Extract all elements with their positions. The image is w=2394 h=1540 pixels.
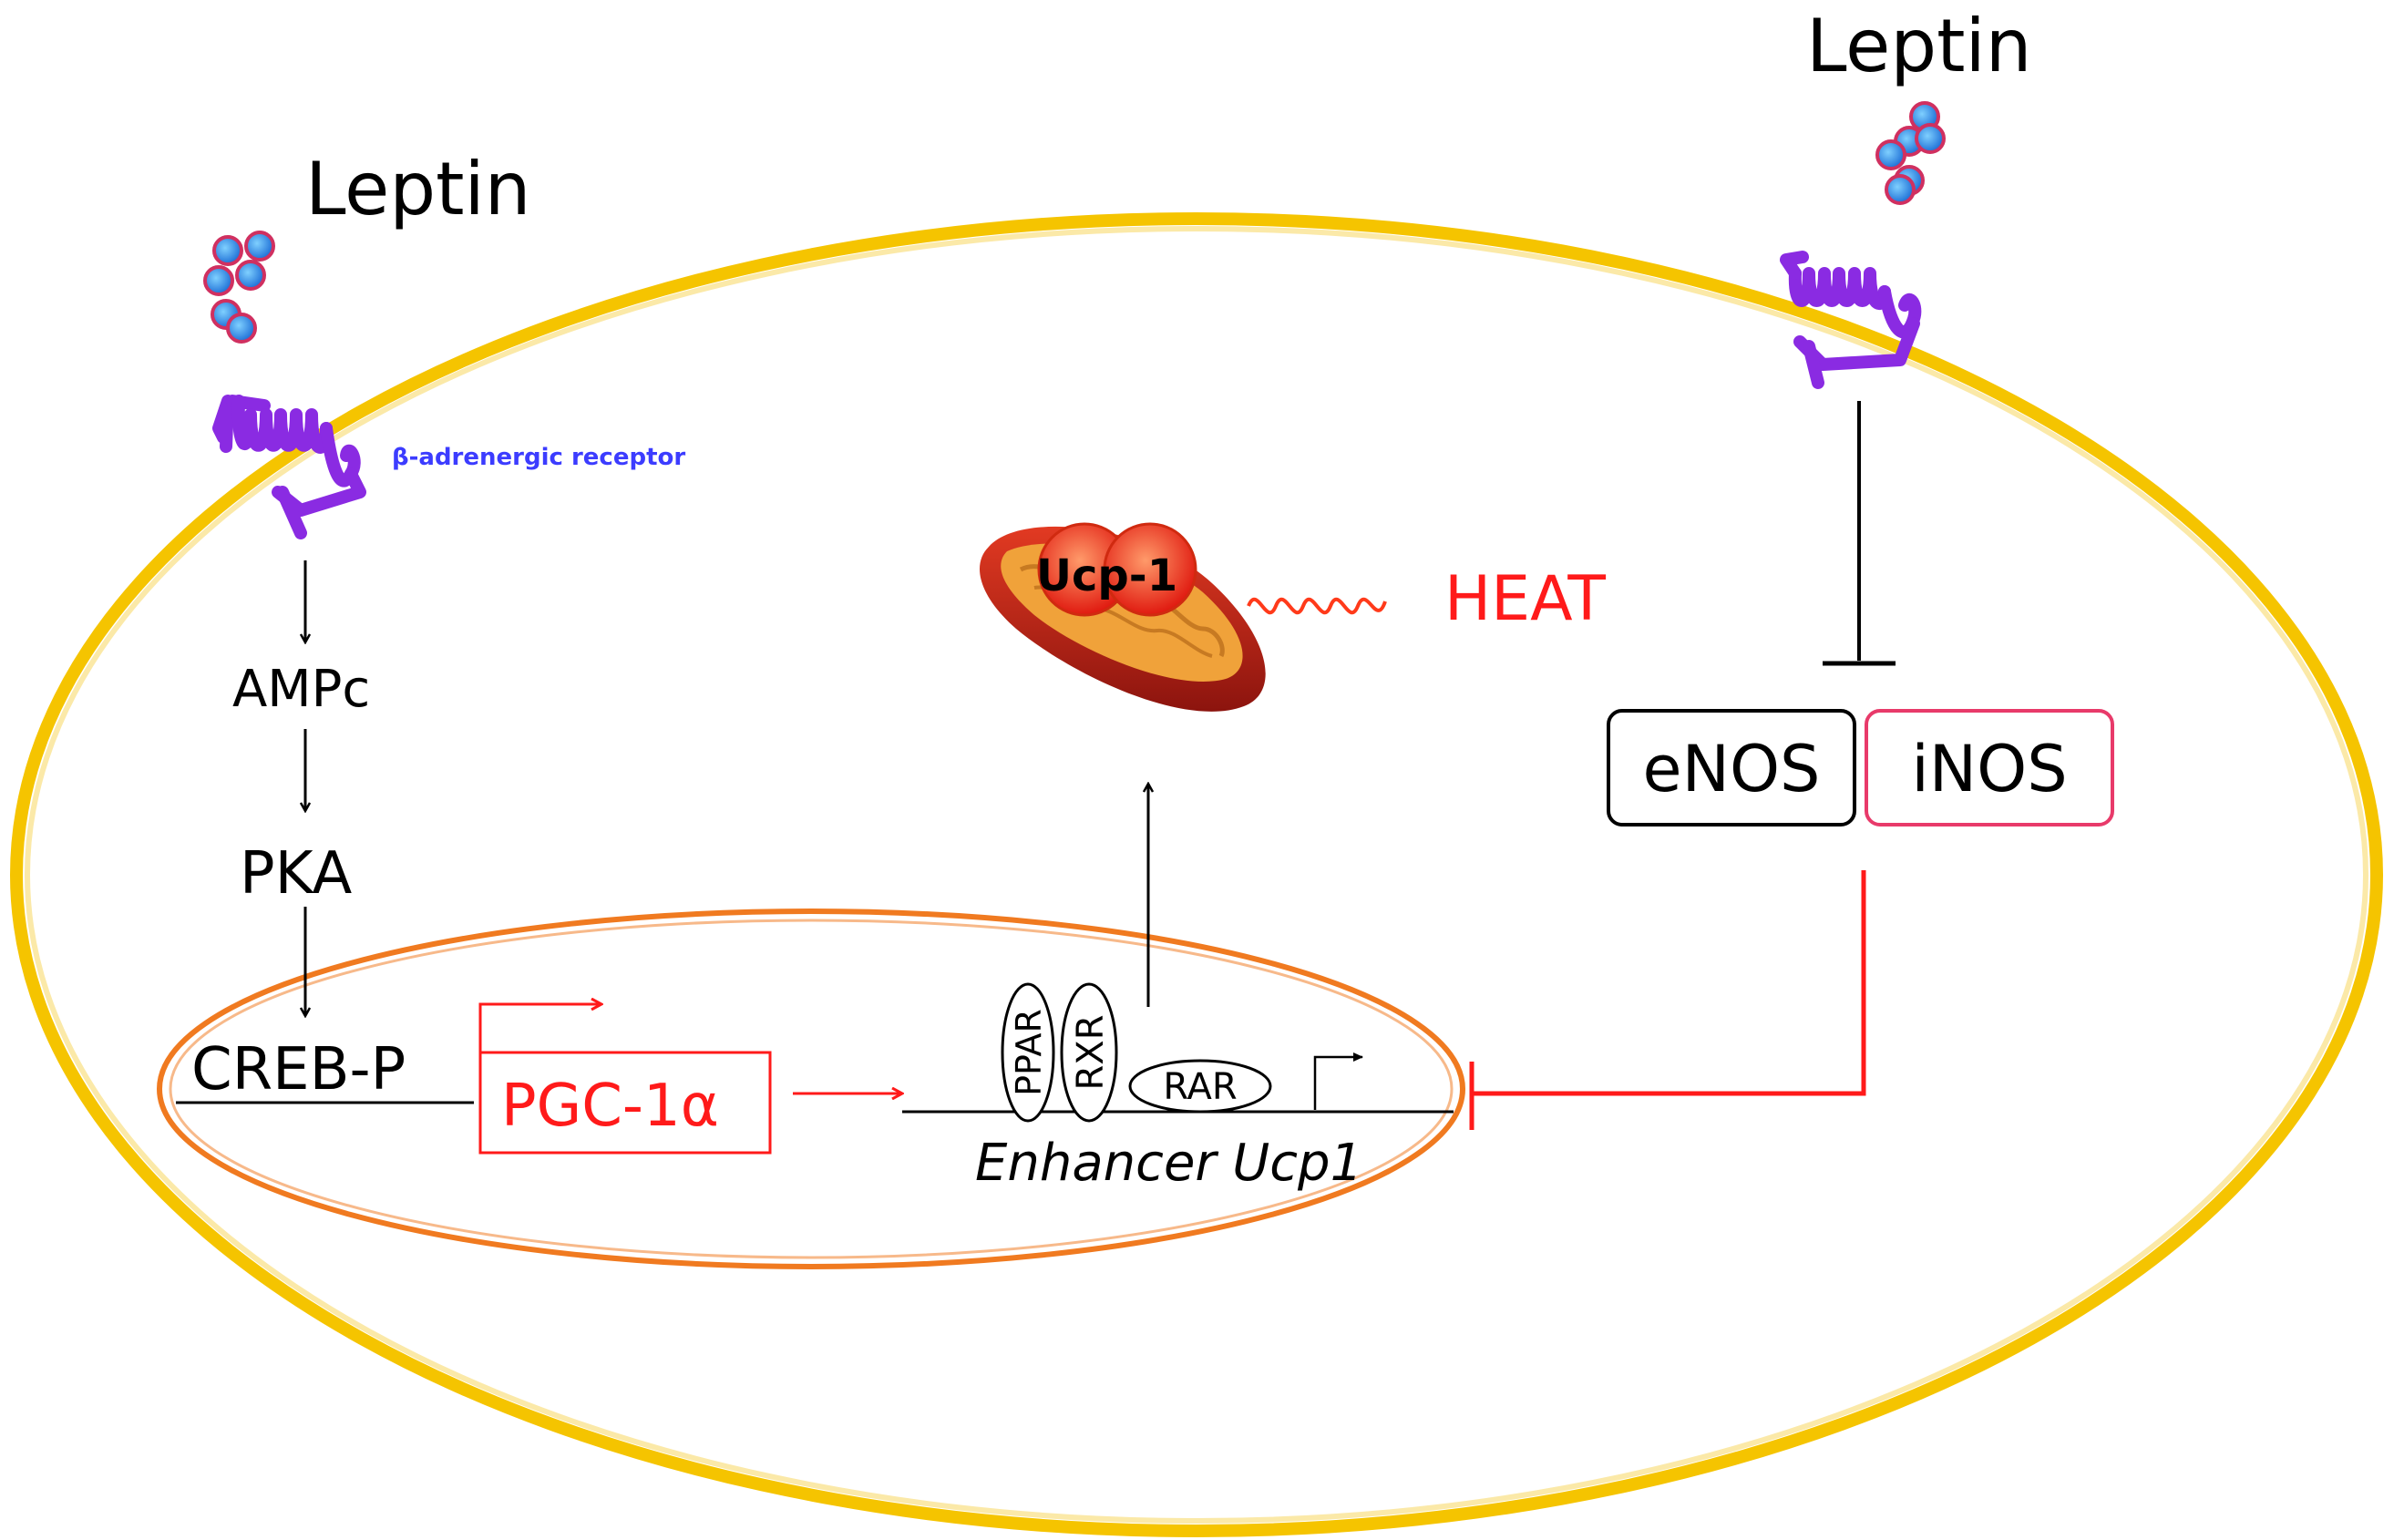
svg-text:PPAR: PPAR [1009,1009,1049,1096]
creb-p-label: CREB-P [191,1036,406,1104]
rxr-factor: RXR [1060,982,1118,1123]
heat-label: HEAT [1444,563,1606,635]
nucleus [157,909,1465,1269]
ampc-label: AMPc [232,660,370,719]
pgc1a-box [478,1051,772,1155]
leptin-receptor-icon [1780,251,1922,389]
leptin-ligand-right [1875,101,1946,205]
svg-text:RAR: RAR [1163,1066,1237,1108]
receptor-label: β-adrenergic receptor [392,444,685,471]
cell-membrane [10,212,2383,1537]
enos-box [1607,709,1856,826]
svg-text:RXR: RXR [1070,1015,1112,1091]
enos-label: eNOS [1643,732,1821,806]
leptin-label-left: Leptin [305,147,530,231]
pka-label: PKA [240,840,352,908]
inos-label: iNOS [1911,732,2067,806]
beta-adrenergic-receptor-icon [212,395,366,539]
inos-box [1865,709,2114,826]
ucp1-protein-icon [1037,522,1197,617]
ucp1-label: Ucp-1 [1036,550,1177,601]
leptin-ligand-left [203,231,275,344]
ppar-factor: PPAR [1001,982,1055,1123]
rar-factor: RAR [1128,1059,1272,1114]
inhibition-line-inos-to-enhancer [1472,870,1866,1096]
enhancer-label: Enhancer Ucp1 [975,1134,1362,1193]
heat-wave-icon [1247,597,1387,615]
leptin-label-right: Leptin [1806,4,2031,88]
ucp1-promoter-arrow [1313,1052,1363,1110]
pgc1a-promoter-arrow [478,1004,601,1066]
pgc1a-label: PGC-1α [501,1073,719,1140]
